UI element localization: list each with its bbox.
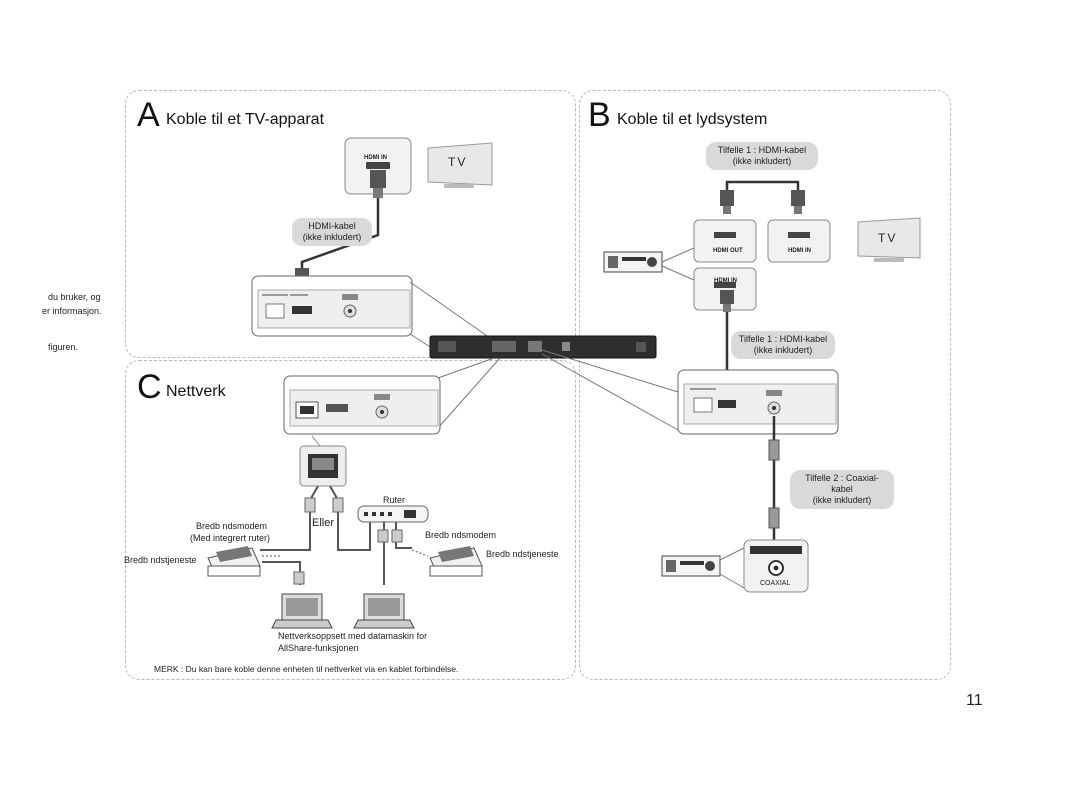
section-a-title: Koble til et TV-apparat — [166, 111, 325, 128]
hdmi-in-label-a: HDMI IN — [364, 155, 387, 161]
panel-audio-system — [579, 90, 951, 680]
network-setup-line2: AllShare-funksjonen — [278, 643, 359, 653]
modem-right-label: Bredb ndsmodem — [425, 530, 497, 540]
tv-icon — [427, 142, 493, 188]
section-c-title: Nettverk — [166, 383, 226, 400]
hdmi-out-port-box — [693, 219, 757, 263]
case1-top-text: Tilfelle 1 : HDMI-kabel — [717, 145, 807, 155]
modem-left-icon — [207, 546, 261, 577]
hdmi-plug-icon — [720, 190, 734, 214]
panel-tv-connection — [125, 90, 576, 358]
hdmi-in-label-b-receiver: HDMI IN — [714, 278, 737, 284]
section-b-title: Koble til et lydsystem — [617, 111, 768, 128]
panel-network — [125, 360, 576, 680]
network-note: MERK : Du kan bare koble denne enheten t… — [154, 664, 459, 674]
or-label: Eller — [312, 517, 335, 529]
hdmi-plug-icon — [370, 170, 386, 198]
modem-left-label: Bredb ndsmodem — [196, 521, 268, 531]
lan-cable-left — [260, 485, 319, 551]
section-c-letter: C — [137, 368, 162, 406]
case1-mid-label: Tilfelle 1 : HDMI-kabel (ikke inkludert) — [731, 331, 835, 359]
blu-ray-player — [429, 335, 657, 359]
hdmi-cable-label-a: HDMI-kabel (ikke inkludert) — [292, 218, 372, 246]
router-label: Ruter — [383, 495, 406, 505]
service-left-label: Bredb ndstjeneste — [124, 555, 197, 565]
case2-text: Tilfelle 2 : Coaxial-kabel — [805, 473, 879, 494]
modem-right-icon — [429, 546, 483, 577]
sidebar-fragment-1: du bruker, og — [48, 292, 101, 302]
case2-note: (ikke inkludert) — [812, 495, 872, 505]
hdmi-plug-icon — [720, 290, 734, 312]
hdmi-in-label-b-tv: HDMI IN — [788, 248, 811, 254]
case1-top-label: Tilfelle 1 : HDMI-kabel (ikke inkludert) — [706, 142, 818, 170]
av-receiver-icon — [603, 251, 663, 273]
section-b-letter: B — [588, 96, 611, 134]
laptop-right-icon — [353, 593, 415, 629]
router-icon — [357, 505, 429, 523]
hdmi-in-port-box-tv — [767, 219, 831, 263]
case2-label: Tilfelle 2 : Coaxial-kabel (ikke inklude… — [790, 470, 894, 509]
tv-label-b: TV — [878, 231, 898, 245]
hdmi-cable-b-top — [725, 180, 800, 198]
case1-mid-note: (ikke inkludert) — [753, 345, 813, 355]
hdmi-out-label: HDMI OUT — [713, 248, 743, 254]
cable-label: HDMI-kabel — [308, 221, 356, 231]
network-setup-line1: Nettverksoppsett med datamaskin for — [278, 631, 428, 641]
laptop-left-icon — [271, 593, 333, 629]
page-number: 11 — [966, 692, 983, 709]
coaxial-label: COAXIAL — [760, 580, 791, 587]
section-a-letter: A — [137, 96, 160, 134]
lan-cable-right — [329, 485, 371, 551]
av-receiver-icon — [661, 555, 721, 577]
case1-top-note: (ikke inkludert) — [732, 156, 792, 166]
service-right-label: Bredb ndstjeneste — [486, 549, 559, 559]
sidebar-fragment-3: figuren. — [48, 342, 79, 352]
sidebar-fragment-2: er informasjon. — [42, 306, 102, 316]
cable-note: (ikke inkludert) — [302, 232, 362, 242]
hdmi-plug-icon — [791, 190, 805, 214]
tv-icon — [857, 217, 921, 262]
tv-label-a: TV — [448, 155, 468, 169]
case1-mid-text: Tilfelle 1 : HDMI-kabel — [738, 334, 828, 344]
modem-left-sub: (Med integrert ruter) — [190, 533, 271, 543]
